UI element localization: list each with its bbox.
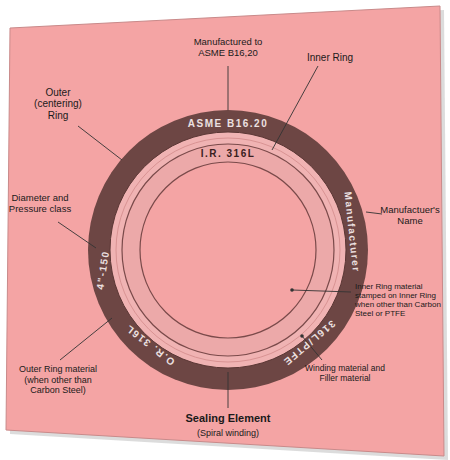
leader-line	[292, 290, 351, 292]
callout-label: Inner Ring material stamped on Inner Rin…	[355, 282, 445, 319]
ring-stamp: I.R. 316L	[201, 148, 256, 160]
callout-label: (Spiral winding)	[168, 428, 288, 438]
callout-label: Manufactured to ASME B16,20	[186, 37, 270, 59]
outer-ring	[88, 110, 368, 390]
callout-label: Outer Ring material (when other than Car…	[12, 364, 104, 395]
leader-line	[228, 372, 229, 408]
inner-ring	[122, 144, 334, 356]
callout-label: Manufactuer's Name	[379, 205, 441, 227]
leader-dots	[290, 288, 304, 338]
leader-line	[272, 66, 318, 150]
callout-label: Inner Ring	[295, 52, 365, 64]
leader-line	[58, 222, 96, 248]
callout-label: Winding material and Filler material	[295, 364, 395, 384]
leader-lines	[58, 66, 382, 408]
gasket	[88, 110, 368, 390]
callout-title: Sealing Element	[168, 412, 288, 425]
leader-line	[78, 126, 122, 160]
leader-line	[366, 212, 382, 214]
winding-line	[116, 138, 340, 362]
leader-line	[60, 318, 112, 360]
sealing-element	[110, 132, 346, 368]
gasket-bore	[140, 162, 316, 338]
ring-stamp: ASME B16.20	[188, 118, 268, 130]
background-panel	[6, 6, 444, 456]
leader-line	[228, 66, 229, 110]
leader-dot	[290, 288, 294, 292]
callout-label: Diameter and Pressure class	[3, 193, 77, 215]
callout-label: Outer (centering) Ring	[28, 87, 88, 122]
leader-dot	[300, 334, 304, 338]
